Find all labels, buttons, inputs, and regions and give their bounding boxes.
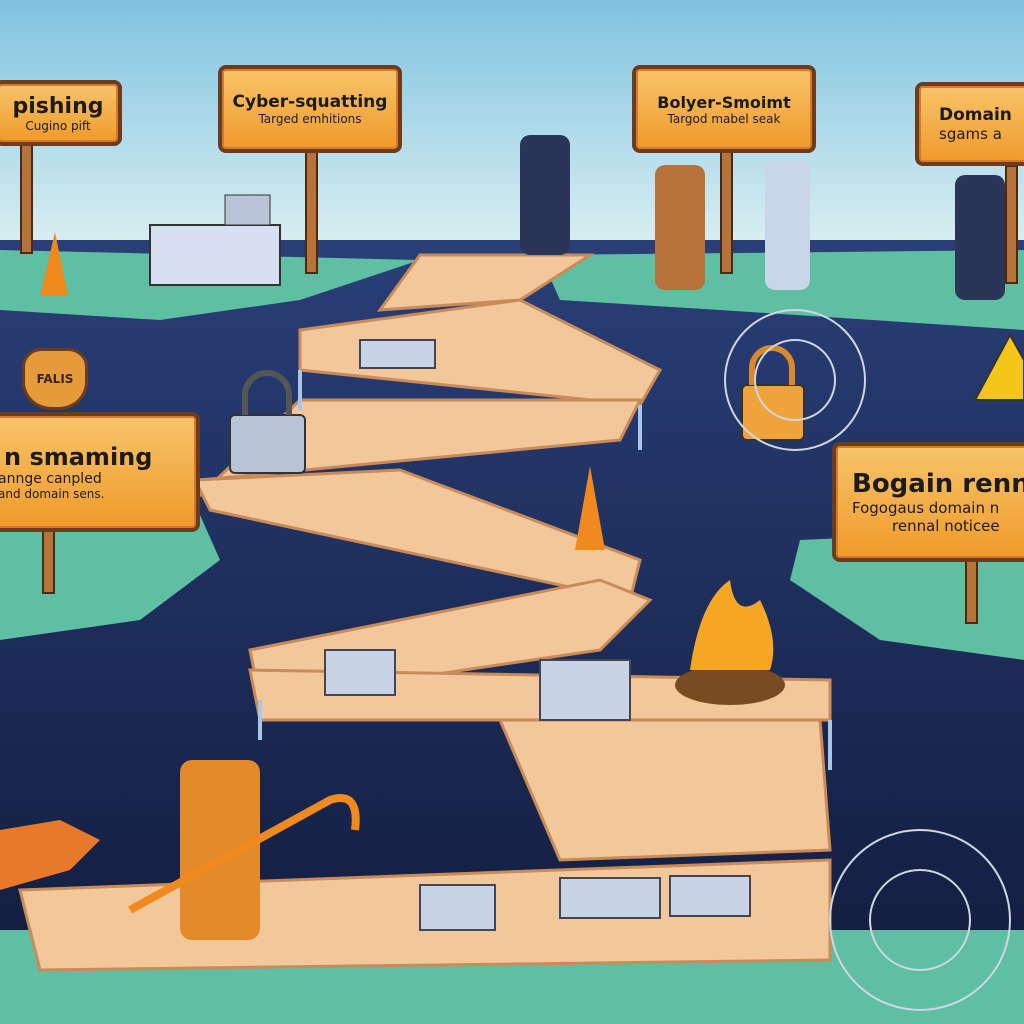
sign-domain-scams: Domain sgams a xyxy=(915,82,1024,166)
sign-line: annge canpled xyxy=(0,471,102,487)
spider-web-icon xyxy=(724,309,1011,1011)
sign-post xyxy=(42,530,55,594)
traffic-cone-icon xyxy=(40,232,605,550)
sign-line: rennal noticee xyxy=(892,517,1000,535)
money-stacks xyxy=(324,339,751,931)
sign-title: n smaming xyxy=(4,443,153,471)
sign-cyber-squatting: Cyber-squatting Targed emhitions xyxy=(218,65,402,153)
people xyxy=(180,135,1005,940)
cane xyxy=(128,794,360,914)
sign-title: Bolyer-Smoimt xyxy=(657,92,791,112)
sign-post xyxy=(305,150,318,274)
sign-title: pishing xyxy=(12,93,104,119)
sign-subtitle: Cugino pift xyxy=(25,118,91,133)
warning-sign-icon xyxy=(973,332,1024,401)
sign-subtitle: Targod mabel seak xyxy=(667,111,781,126)
padlock-icon xyxy=(229,370,306,474)
sign-title: Cyber-squatting xyxy=(232,92,388,112)
sign-post xyxy=(720,150,733,274)
sign-line: and domain sens. xyxy=(0,487,105,501)
fire-icon xyxy=(675,580,785,705)
sign-line: Fogogaus domain n xyxy=(852,499,1000,517)
sign-bogus-renewal: Bogain renn Fogogaus domain n rennal not… xyxy=(832,442,1024,562)
sign-title: Bogain renn xyxy=(852,469,1024,499)
sign-post xyxy=(20,140,33,254)
sign-post xyxy=(1005,165,1018,284)
sign-subtitle: sgams a xyxy=(939,125,1002,143)
sign-subtitle: Targed emhitions xyxy=(258,112,362,126)
desk xyxy=(149,194,281,286)
sign-post xyxy=(965,560,978,624)
sky xyxy=(0,0,1024,260)
sign-spamming: n smaming annge canpled and domain sens. xyxy=(0,412,200,532)
sign-title: Domain xyxy=(939,105,1012,125)
sign-bolyer-smoimt: Bolyer-Smoimt Targod mabel seak xyxy=(632,65,816,153)
left-lower-cliff xyxy=(0,515,220,640)
fox-icon xyxy=(0,820,100,890)
sign-phishing: pishing Cugino pift xyxy=(0,80,122,146)
false-badge: FALIS xyxy=(22,348,88,410)
icicle-edges xyxy=(258,370,832,770)
